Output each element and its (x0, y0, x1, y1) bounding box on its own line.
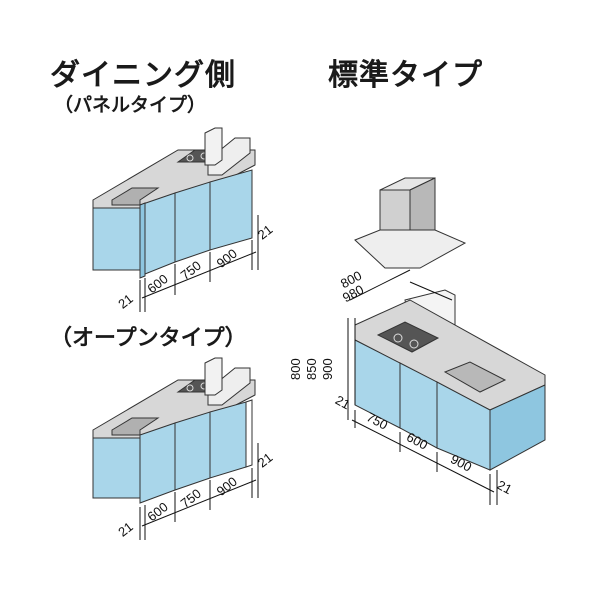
standard-dim-21-right: 21 (495, 477, 515, 497)
panel-end-side (139, 202, 146, 279)
panel-sink (111, 187, 160, 206)
panel-splash-panel (207, 137, 251, 176)
standard-hob (376, 321, 440, 353)
standard-end-side (489, 384, 546, 471)
standard-type-kitchen (354, 177, 546, 471)
panel-front-mid2 (174, 181, 211, 263)
standard-dim-height-850: 850 (304, 358, 319, 380)
open-sink (111, 417, 160, 436)
standard-dim-21-left: 21 (333, 392, 353, 412)
standard-dim-height-900: 900 (320, 358, 335, 380)
panel-burner (186, 154, 194, 162)
open-front-left (92, 437, 141, 499)
open-dim-750: 750 (178, 486, 204, 511)
open-front-mid (139, 422, 176, 504)
open-dim-21-left: 21 (115, 519, 136, 540)
standard-burner (409, 339, 419, 349)
hood-canopy (354, 229, 467, 269)
panel-dim-21-left: 21 (115, 291, 136, 312)
panel-front-left (92, 207, 141, 271)
panel-type-kitchen (92, 127, 256, 279)
panel-dimension-lines (139, 215, 259, 312)
open-splash-panel (207, 367, 251, 406)
standard-sink (443, 361, 507, 393)
panel-dim-600: 600 (144, 271, 170, 296)
open-dim-600: 600 (144, 499, 170, 524)
panel-dim-750: 750 (178, 258, 204, 283)
panel-back-panel (204, 127, 223, 166)
open-front-right (209, 401, 247, 479)
open-dimension-lines (139, 443, 259, 540)
panel-front-right (209, 169, 253, 251)
open-back-panel (204, 357, 223, 396)
standard-burner (393, 333, 403, 343)
standard-dimension-lines (347, 269, 498, 505)
open-front-mid2 (174, 411, 211, 491)
standard-type-title: 標準タイプ (328, 58, 483, 93)
open-end-side (245, 399, 253, 468)
panel-type-subtitle: （パネルタイプ） (54, 94, 207, 116)
dining-side-title: ダイニング側 (50, 58, 236, 93)
open-burner (186, 384, 194, 392)
standard-dim-height-800: 800 (288, 358, 303, 380)
open-type-title: （オープンタイプ） (50, 326, 247, 351)
open-type-kitchen (92, 357, 256, 504)
